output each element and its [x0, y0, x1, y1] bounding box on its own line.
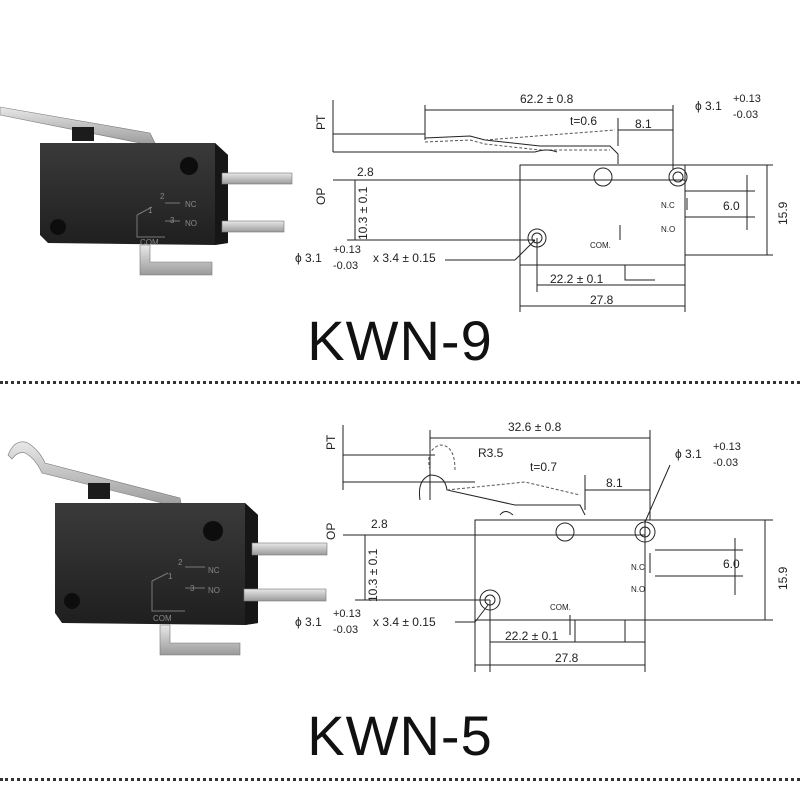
- dim-body-height: 15.9: [776, 566, 790, 590]
- dim-hole-tol-minus: -0.03: [733, 109, 758, 121]
- dim-thickness: t=0.7: [530, 460, 557, 474]
- terminal-num-1: 1: [168, 572, 173, 581]
- dim-hole-span: 22.2 ± 0.1: [505, 629, 559, 643]
- dim-lever-offset: 8.1: [606, 476, 623, 490]
- terminal-no-drawing: N.O: [631, 585, 645, 594]
- dim-hole-dia-2: ϕ 3.1: [295, 251, 322, 265]
- dim-hole-dia: ϕ 3.1: [695, 99, 722, 113]
- dim-slot: x 3.4 ± 0.15: [373, 251, 436, 265]
- dim-hole-dia: ϕ 3.1: [675, 447, 702, 461]
- dim-body-width: 27.8: [590, 293, 614, 307]
- terminal-com-label: COM: [140, 238, 159, 247]
- model-label-kwn-5: KWN-5: [307, 704, 493, 767]
- terminal-num-1: 1: [148, 206, 153, 215]
- dimension-drawing-kwn-5: PT OP 32.6 ± 0.8 R3.5 t=0.7 8.1 ϕ 3.1 +0…: [295, 420, 790, 672]
- switch-photo-kwn-5: 2 NC 1 3 NO COM: [7, 441, 328, 656]
- dimension-drawing-kwn-9: PT OP 62.2 ± 0.8 t=0.6 8.1 ϕ 3.1 +0.13 -…: [295, 92, 790, 312]
- panel-kwn-9: 2 NC 1 3 NO COM: [0, 0, 800, 380]
- terminal-num-2: 2: [178, 558, 183, 567]
- terminal-com-drawing: COM.: [550, 603, 571, 612]
- dim-op: OP: [324, 523, 338, 540]
- dim-pt: PT: [324, 434, 338, 450]
- terminal-num-2: 2: [160, 192, 165, 201]
- dim-op: OP: [314, 188, 328, 205]
- dim-thickness: t=0.6: [570, 114, 597, 128]
- switch-photo-kwn-9: 2 NC 1 3 NO COM: [0, 106, 293, 276]
- dim-height-mid: 10.3 ± 0.1: [356, 186, 370, 240]
- dim-radius: R3.5: [478, 446, 504, 460]
- dim-height-top: 2.8: [357, 165, 374, 179]
- terminal-no-drawing: N.O: [661, 225, 675, 234]
- panel-kwn-5: 2 NC 1 3 NO COM: [0, 385, 800, 780]
- terminal-nc-label: NC: [208, 566, 220, 575]
- dim-hole-span: 22.2 ± 0.1: [550, 272, 604, 286]
- terminal-com-label: COM: [153, 614, 172, 623]
- dim-height-top: 2.8: [371, 517, 388, 531]
- dim-slot: x 3.4 ± 0.15: [373, 615, 436, 629]
- terminal-num-3: 3: [190, 584, 195, 593]
- model-label-kwn-9: KWN-9: [307, 309, 493, 372]
- dim-height-mid: 10.3 ± 0.1: [366, 548, 380, 602]
- terminal-no-label: NO: [208, 586, 220, 595]
- section-divider: [0, 381, 800, 384]
- dim-hole-tol-plus: +0.13: [713, 441, 741, 453]
- dim-hole-tol-plus-2: +0.13: [333, 244, 361, 256]
- terminal-nc-drawing: N.C: [661, 201, 675, 210]
- dim-pitch: 6.0: [723, 199, 740, 213]
- dim-hole-tol-minus-2: -0.03: [333, 260, 358, 272]
- dim-body-width: 27.8: [555, 651, 579, 665]
- dim-body-height: 15.9: [776, 201, 790, 225]
- bottom-divider: [0, 778, 800, 781]
- dim-overall: 32.6 ± 0.8: [508, 420, 562, 434]
- dim-hole-tol-plus: +0.13: [733, 93, 761, 105]
- terminal-num-3: 3: [170, 216, 175, 225]
- terminal-no-label: NO: [185, 219, 197, 228]
- dim-lever-offset: 8.1: [635, 117, 652, 131]
- dim-hole-tol-plus-2: +0.13: [333, 608, 361, 620]
- dim-hole-tol-minus-2: -0.03: [333, 624, 358, 636]
- dim-overall: 62.2 ± 0.8: [520, 92, 574, 106]
- terminal-nc-label: NC: [185, 200, 197, 209]
- dim-hole-tol-minus: -0.03: [713, 457, 738, 469]
- terminal-nc-drawing: N.C: [631, 563, 645, 572]
- dim-pitch: 6.0: [723, 557, 740, 571]
- dim-pt: PT: [314, 114, 328, 130]
- terminal-com-drawing: COM.: [590, 241, 611, 250]
- dim-hole-dia-2: ϕ 3.1: [295, 615, 322, 629]
